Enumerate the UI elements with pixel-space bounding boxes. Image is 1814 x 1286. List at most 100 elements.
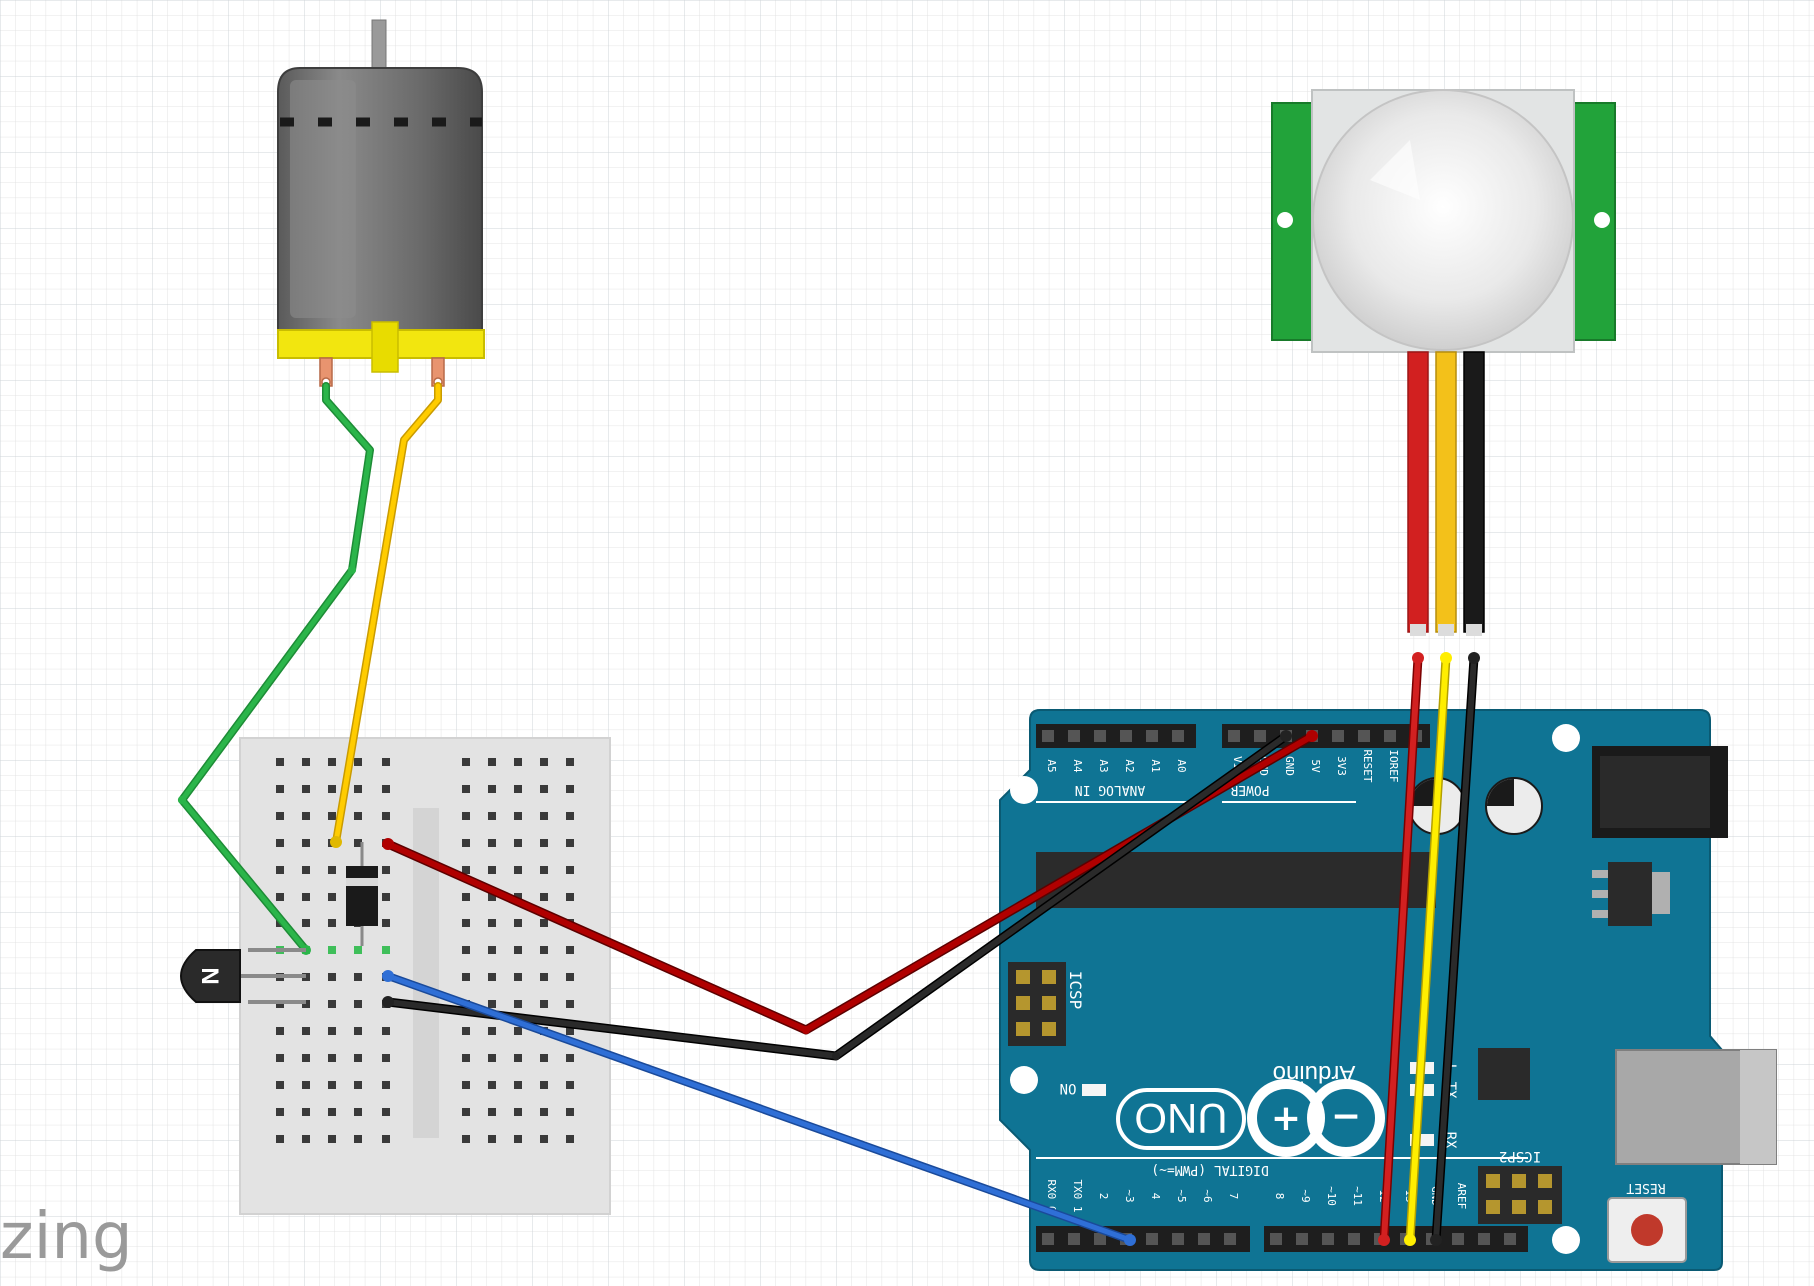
breadboard-hole xyxy=(462,785,470,793)
breadboard-hole xyxy=(276,1054,284,1062)
breadboard-hole xyxy=(540,1081,548,1089)
header-pin[interactable] xyxy=(1120,730,1132,742)
header-pin[interactable] xyxy=(1068,1233,1080,1245)
breadboard-hole xyxy=(328,1108,336,1116)
digital-pin-label: AREF xyxy=(1455,1183,1468,1210)
header-pin[interactable] xyxy=(1384,730,1396,742)
breadboard-hole xyxy=(566,1000,574,1008)
breadboard-hole xyxy=(276,758,284,766)
digital-pin-label: ~9 xyxy=(1299,1189,1312,1202)
analog-pin-label: A1 xyxy=(1149,759,1162,772)
breadboard-hole xyxy=(566,946,574,954)
header-pin[interactable] xyxy=(1198,1233,1210,1245)
breadboard-hole xyxy=(514,1027,522,1035)
breadboard-hole xyxy=(488,946,496,954)
digital-pin-label: 2 xyxy=(1097,1193,1110,1200)
breadboard-hole xyxy=(382,1108,390,1116)
pir-dome xyxy=(1312,89,1574,351)
pir-mount-hole-right xyxy=(1594,212,1610,228)
analog-pin-label: A0 xyxy=(1175,759,1188,772)
uno-model-text: UNO xyxy=(1134,1095,1227,1142)
digital-pin-label: 8 xyxy=(1273,1193,1286,1200)
power-pin-label: RESET xyxy=(1361,749,1374,782)
breadboard-hole xyxy=(514,973,522,981)
power-pin-label: 3V3 xyxy=(1335,756,1348,776)
breadboard-hole xyxy=(276,893,284,901)
diode xyxy=(346,842,378,946)
breadboard-hole xyxy=(488,893,496,901)
breadboard-hole xyxy=(462,1081,470,1089)
wires xyxy=(178,382,1480,1246)
header-pin[interactable] xyxy=(1094,730,1106,742)
breadboard-hole xyxy=(540,1135,548,1143)
breadboard-holes xyxy=(276,758,574,1143)
pir-motion-sensor xyxy=(1271,89,1616,636)
breadboard-hole xyxy=(354,785,362,793)
breadboard-hole xyxy=(540,973,548,981)
breadboard-hole xyxy=(514,812,522,820)
breadboard-hole xyxy=(462,839,470,847)
header-pin[interactable] xyxy=(1146,730,1158,742)
arduino-uno-board: + − UNO Arduino ON ICSP ICSP2 RESET L TX… xyxy=(999,709,1777,1271)
breadboard-hole xyxy=(540,946,548,954)
breadboard-hole xyxy=(488,1108,496,1116)
header-pin[interactable] xyxy=(1348,1233,1360,1245)
breadboard-hole xyxy=(382,1027,390,1035)
breadboard-hole xyxy=(514,785,522,793)
breadboard-hole xyxy=(354,1000,362,1008)
uno-badge: UNO xyxy=(1116,1088,1246,1150)
header-pin[interactable] xyxy=(1332,730,1344,742)
breadboard-hole xyxy=(488,1135,496,1143)
header-pin[interactable] xyxy=(1504,1233,1516,1245)
breadboard-hole xyxy=(488,973,496,981)
breadboard-hole xyxy=(328,1054,336,1062)
breadboard-hole xyxy=(514,1000,522,1008)
breadboard-hole xyxy=(540,812,548,820)
svg-text:−: − xyxy=(1331,1096,1361,1137)
breadboard-hole xyxy=(276,812,284,820)
breadboard-hole xyxy=(514,758,522,766)
header-pin[interactable] xyxy=(1478,1233,1490,1245)
digital-pin-label: ~11 xyxy=(1351,1186,1364,1206)
header-pin[interactable] xyxy=(1254,730,1266,742)
header-pin[interactable] xyxy=(1228,730,1240,742)
breadboard-hole xyxy=(276,1108,284,1116)
breadboard-hole xyxy=(462,973,470,981)
breadboard-hole xyxy=(462,1108,470,1116)
icsp-label: ICSP xyxy=(1066,971,1085,1010)
breadboard-hole xyxy=(462,758,470,766)
header-pin[interactable] xyxy=(1358,730,1370,742)
breadboard-hole xyxy=(488,1054,496,1062)
header-pin[interactable] xyxy=(1042,1233,1054,1245)
header-pin[interactable] xyxy=(1042,730,1054,742)
icsp2-label: ICSP2 xyxy=(1499,1148,1541,1164)
breadboard-hole xyxy=(328,1027,336,1035)
header-pin[interactable] xyxy=(1322,1233,1334,1245)
breadboard-hole xyxy=(328,919,336,927)
breadboard-hole xyxy=(540,919,548,927)
header-pin[interactable] xyxy=(1270,1233,1282,1245)
digital-pin-label: 4 xyxy=(1149,1193,1162,1200)
analog-pin-label: A2 xyxy=(1123,759,1136,772)
motor-shaft xyxy=(371,19,387,71)
breadboard-hole xyxy=(514,1135,522,1143)
header-pin[interactable] xyxy=(1068,730,1080,742)
breadboard-hole xyxy=(488,1027,496,1035)
header-pin[interactable] xyxy=(1452,1233,1464,1245)
breadboard-hole xyxy=(462,1027,470,1035)
header-pin[interactable] xyxy=(1224,1233,1236,1245)
header-pin[interactable] xyxy=(1146,1233,1158,1245)
breadboard-hole xyxy=(302,839,310,847)
breadboard-hole xyxy=(462,946,470,954)
breadboard-hole xyxy=(328,893,336,901)
header-pin[interactable] xyxy=(1296,1233,1308,1245)
breadboard-hole xyxy=(354,1054,362,1062)
breadboard-hole xyxy=(566,893,574,901)
header-pin[interactable] xyxy=(1094,1233,1106,1245)
breadboard-hole xyxy=(488,866,496,874)
breadboard-hole xyxy=(382,785,390,793)
header-pin[interactable] xyxy=(1172,730,1184,742)
breadboard-hole xyxy=(514,839,522,847)
header-pin[interactable] xyxy=(1172,1233,1184,1245)
